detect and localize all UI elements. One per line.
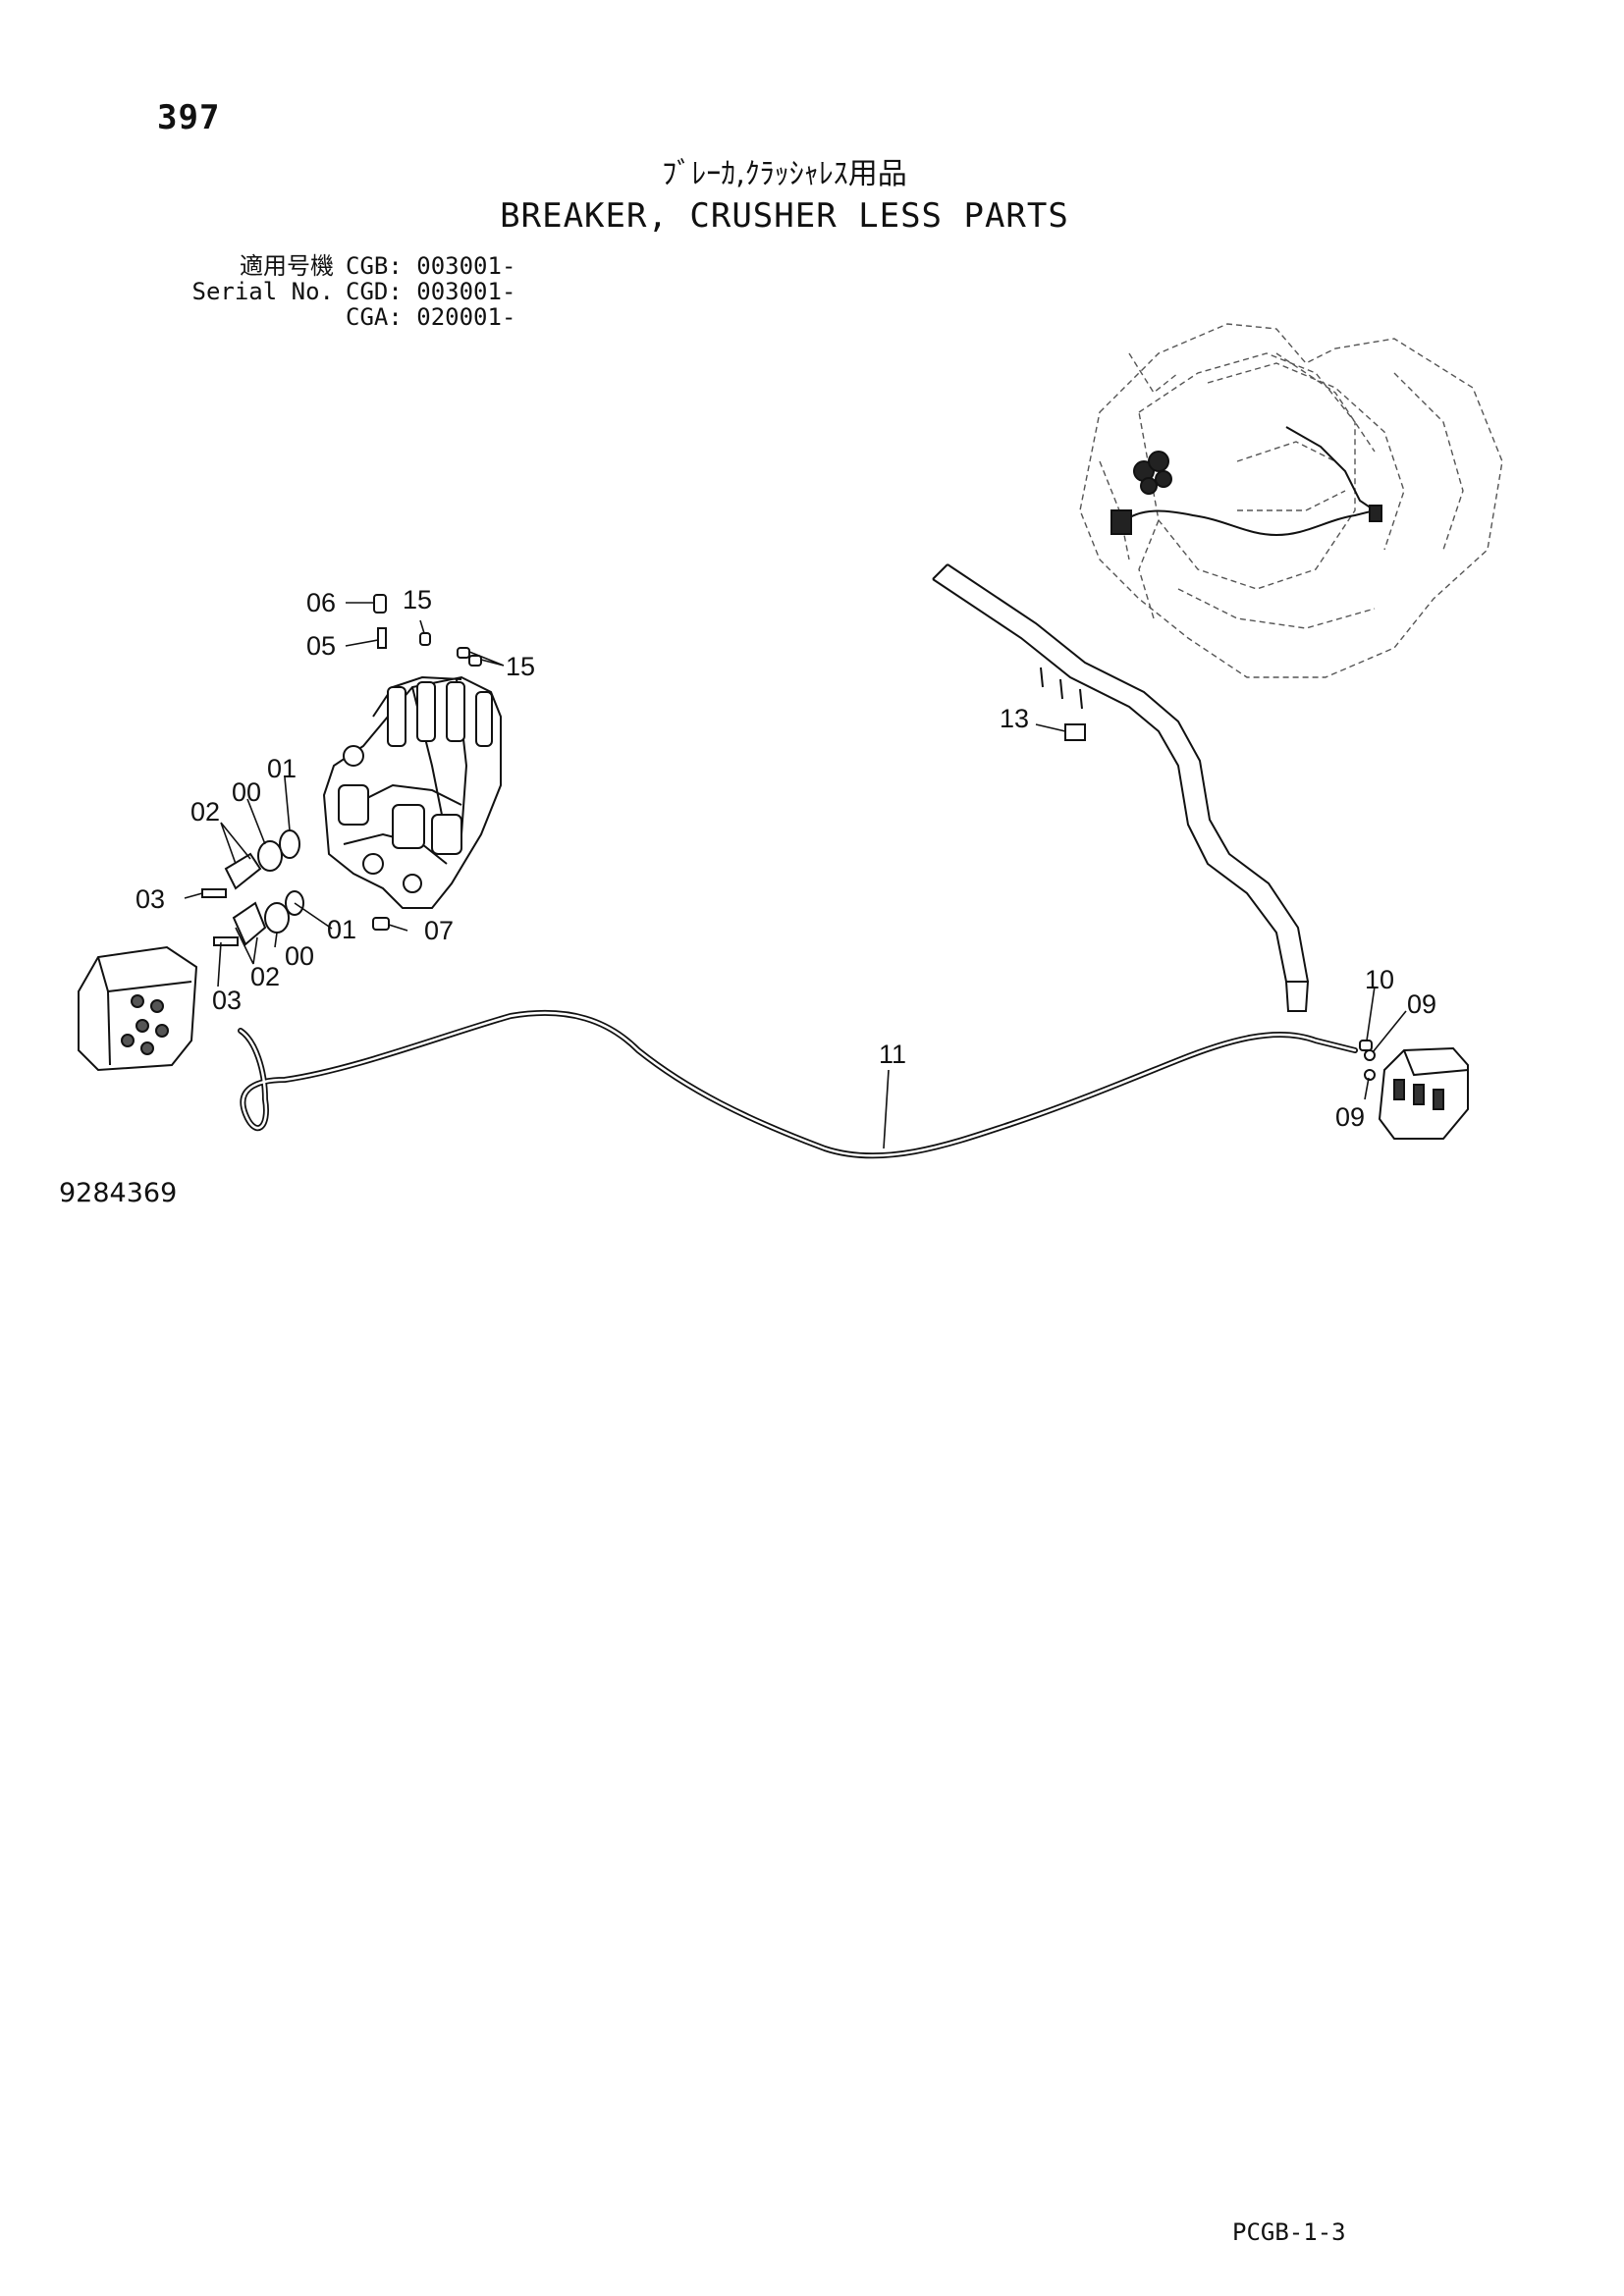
serial-label-ja: 適用号機 bbox=[240, 252, 334, 280]
callout-06: 06 bbox=[306, 588, 336, 617]
part-07 bbox=[372, 917, 390, 931]
footer-code: PCGB-1-3 bbox=[1232, 2218, 1346, 2246]
title-japanese: ﾌﾞﾚｰｶ,ｸﾗｯｼｬﾚｽ用品 bbox=[662, 157, 907, 191]
hose-11 bbox=[238, 1009, 1358, 1159]
callout-01: 01 bbox=[267, 754, 297, 783]
serial-value: CGD: 003001- bbox=[346, 278, 516, 305]
part-06 bbox=[373, 594, 387, 614]
callout-09: 09 bbox=[1335, 1102, 1365, 1132]
part-00-upper bbox=[257, 840, 283, 872]
title-english: BREAKER, CRUSHER LESS PARTS bbox=[500, 196, 1069, 236]
serial-value: CGB: 003001- bbox=[346, 252, 516, 280]
callout-05: 05 bbox=[306, 631, 336, 661]
callout-15: 15 bbox=[506, 652, 535, 681]
callout-03: 03 bbox=[212, 986, 242, 1015]
callouts: 06 15 05 15 01 02 00 03 01 07 02 00 03 1… bbox=[135, 585, 1436, 1132]
callout-01: 01 bbox=[327, 915, 356, 944]
hose-11-inner bbox=[239, 1011, 1357, 1157]
valve-fittings bbox=[201, 594, 482, 946]
callout-07: 07 bbox=[424, 916, 454, 945]
machine-overview bbox=[1079, 323, 1503, 678]
part-02-upper bbox=[224, 852, 262, 890]
leader-lines bbox=[184, 602, 1407, 1149]
callout-15: 15 bbox=[403, 585, 432, 614]
serial-block: 適用号機 Serial No. CGB: 003001- CGD: 003001… bbox=[0, 253, 589, 342]
pipe-13 bbox=[932, 563, 1310, 1012]
drawing-number: 9284369 bbox=[59, 1178, 178, 1208]
pilot-valve-block bbox=[78, 945, 198, 1072]
part-05 bbox=[377, 627, 387, 649]
part-03-upper bbox=[201, 888, 227, 898]
callout-02: 02 bbox=[250, 962, 280, 991]
part-01-upper bbox=[279, 829, 300, 859]
control-valve bbox=[322, 675, 502, 909]
page-number: 397 bbox=[157, 98, 221, 137]
callout-03: 03 bbox=[135, 884, 165, 914]
serial-value: CGA: 020001- bbox=[346, 303, 516, 331]
part-03-lower bbox=[213, 936, 239, 946]
callout-11: 11 bbox=[879, 1040, 906, 1069]
part-00-lower bbox=[264, 902, 290, 934]
callout-00: 00 bbox=[285, 941, 314, 971]
part-15-b bbox=[468, 655, 482, 667]
machine-overview-highlight bbox=[1110, 426, 1382, 537]
callout-00: 00 bbox=[232, 777, 261, 807]
callout-09: 09 bbox=[1407, 989, 1436, 1019]
part-02-lower bbox=[232, 901, 267, 946]
right-valve-block bbox=[1359, 1040, 1469, 1140]
callout-02: 02 bbox=[190, 797, 220, 827]
callout-13: 13 bbox=[1000, 704, 1029, 733]
callout-10: 10 bbox=[1365, 965, 1394, 994]
serial-label-en: Serial No. bbox=[191, 278, 335, 305]
part-15-top bbox=[419, 632, 431, 646]
part-15-a bbox=[457, 647, 470, 659]
